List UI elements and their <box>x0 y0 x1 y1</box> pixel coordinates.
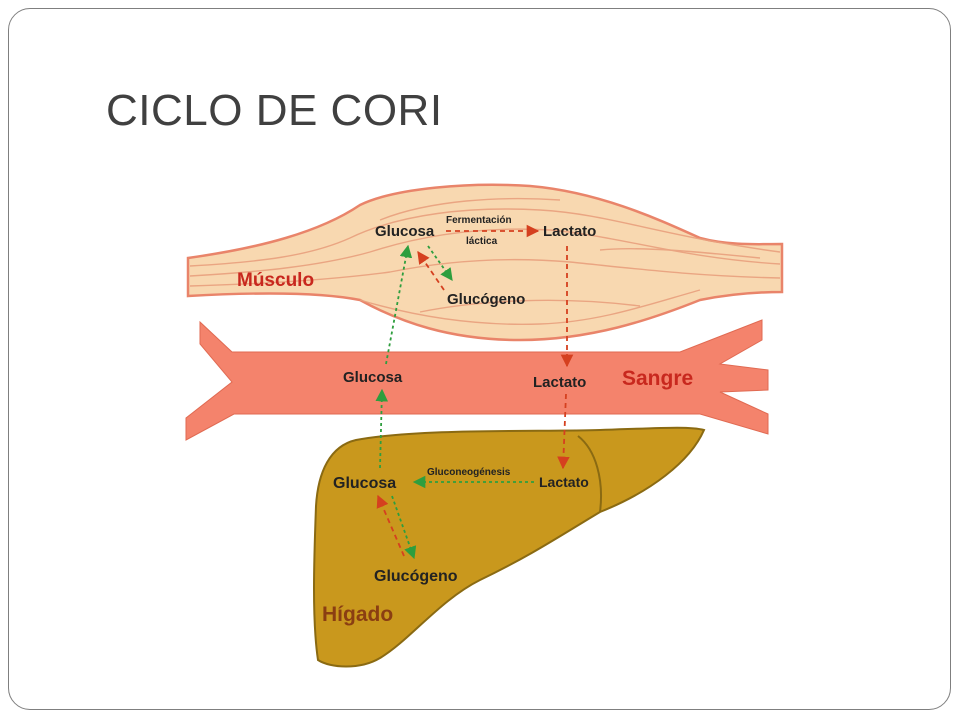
liver-label: Hígado <box>322 603 393 626</box>
liver-glycogen-to-glucose-arrow <box>376 494 405 557</box>
blood-glucose-label: Glucosa <box>343 369 403 386</box>
slide-title: CICLO DE CORI <box>106 86 443 135</box>
muscle-glucose-label: Glucosa <box>375 223 435 240</box>
liver-glycogen-label: Glucógeno <box>374 568 458 585</box>
muscle-lactate-label: Lactato <box>543 223 596 240</box>
liver-shape <box>313 426 706 668</box>
muscle-glucose-to-glycogen-arrow <box>427 245 453 282</box>
blood-vessel-shape <box>185 319 769 441</box>
muscle-label: Músculo <box>237 270 314 291</box>
gluconeogenesis-label: Gluconeogénesis <box>427 467 511 478</box>
glucose-liver-to-blood-arrow <box>375 388 389 469</box>
muscle-glycogen-to-glucose-arrow <box>417 250 445 291</box>
muscle-shape <box>186 183 784 342</box>
liver-glucose-to-glycogen-arrow <box>391 495 417 560</box>
blood-lactate-label: Lactato <box>533 374 586 391</box>
liver-lactate-label: Lactato <box>539 474 589 490</box>
fermentation-label-line2: láctica <box>466 236 498 247</box>
liver-glucose-label: Glucosa <box>333 475 396 492</box>
muscle-glycogen-label: Glucógeno <box>447 291 525 308</box>
glucose-blood-to-muscle-arrow <box>385 244 413 365</box>
fermentation-label-line1: Fermentación <box>446 215 512 226</box>
blood-label: Sangre <box>622 367 693 390</box>
lactate-blood-to-liver-arrow <box>557 393 570 470</box>
